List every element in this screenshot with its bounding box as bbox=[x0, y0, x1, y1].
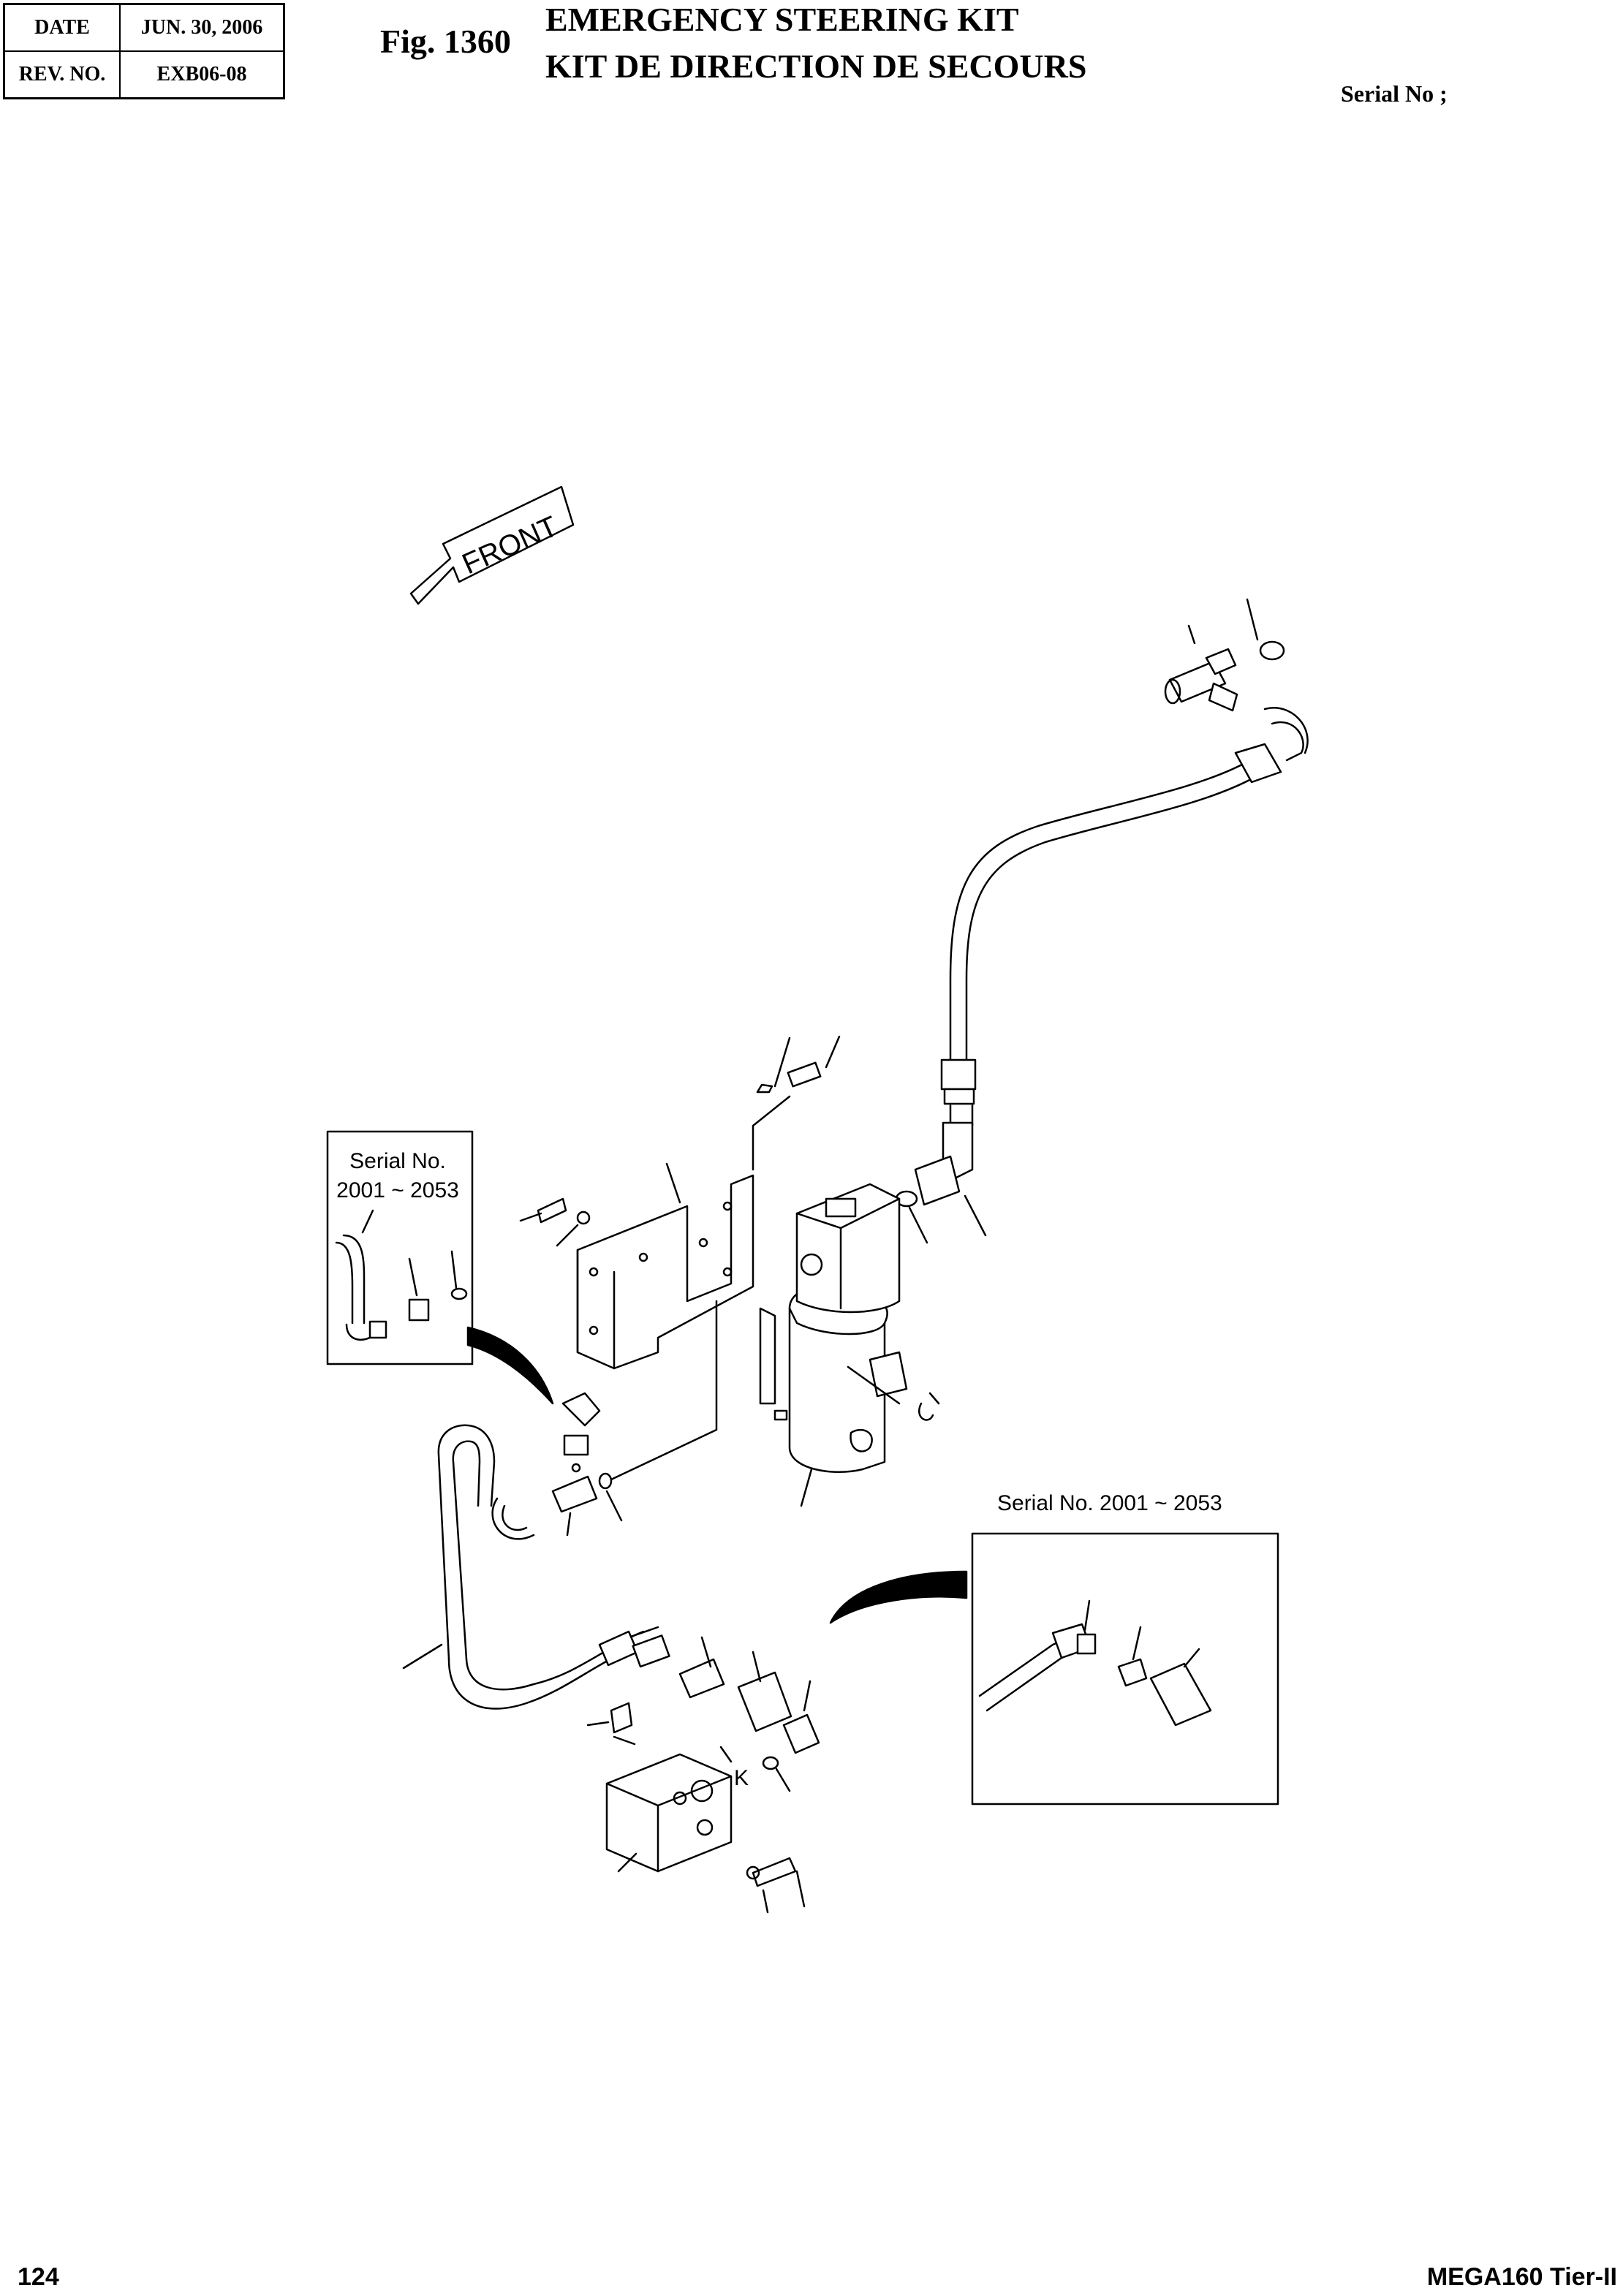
model-label: MEGA160 Tier-II bbox=[1426, 2263, 1617, 2291]
page-number: 124 bbox=[18, 2263, 59, 2291]
title-english: EMERGENCY STEERING KIT bbox=[545, 1, 1019, 38]
mounting-bracket bbox=[519, 1035, 841, 1370]
pointer-left bbox=[466, 1326, 554, 1405]
rev-label: REV. NO. bbox=[3, 50, 121, 99]
pump-motor bbox=[759, 1183, 940, 1507]
date-value: JUN. 30, 2006 bbox=[119, 3, 285, 52]
inset-left: Serial No. 2001 ~ 2053 bbox=[326, 1130, 474, 1365]
inset-right-label: Serial No. 2001 ~ 2053 bbox=[997, 1491, 1222, 1515]
date-label: DATE bbox=[3, 3, 121, 52]
front-arrow: FRONT bbox=[409, 485, 575, 605]
pointer-right bbox=[829, 1570, 968, 1624]
serial-no-label: Serial No ; bbox=[1341, 80, 1448, 107]
port-label-k: K bbox=[734, 1766, 749, 1790]
rev-value: EXB06-08 bbox=[119, 50, 285, 99]
elbow-fitting bbox=[895, 1121, 987, 1244]
lower-hose bbox=[402, 1300, 718, 1710]
inset-left-line2: 2001 ~ 2053 bbox=[336, 1178, 459, 1202]
tee-fitting bbox=[1164, 598, 1285, 712]
header-table: DATE JUN. 30, 2006 REV. NO. EXB06-08 bbox=[3, 3, 285, 99]
upper-hose bbox=[940, 707, 1309, 1127]
title-french: KIT DE DIRECTION DE SECOURS bbox=[545, 48, 1087, 85]
figure-number: Fig. 1360 bbox=[380, 23, 511, 60]
valve-block: K bbox=[586, 1630, 820, 1914]
inset-right: Serial No. 2001 ~ 2053 bbox=[971, 1491, 1279, 1806]
inset-left-line1: Serial No. bbox=[349, 1149, 446, 1173]
